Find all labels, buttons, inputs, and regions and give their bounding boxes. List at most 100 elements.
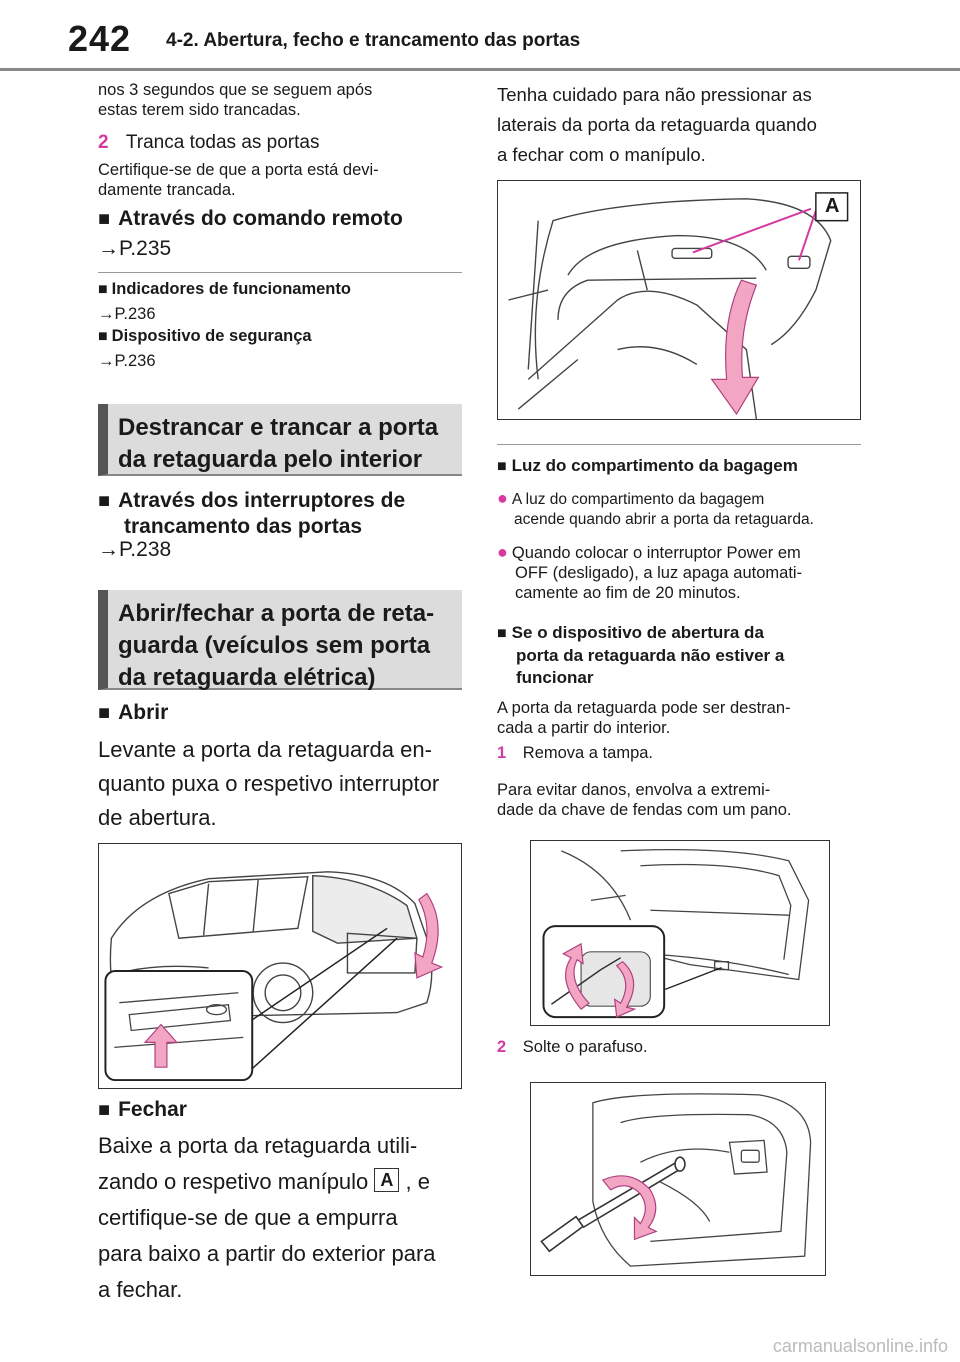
square-bullet-icon: ■ bbox=[98, 281, 108, 298]
close-heading: ■ Fechar bbox=[98, 1098, 187, 1122]
heading-text: funcionar bbox=[516, 668, 594, 687]
down-arrow-icon bbox=[710, 279, 760, 416]
body-line: Levante a porta da retaguarda en- bbox=[98, 737, 432, 762]
banner-line: Destrancar e trancar a porta bbox=[118, 414, 439, 441]
square-bullet-icon: ■ bbox=[98, 1099, 111, 1121]
body-line: A porta da retaguarda pode ser destran- bbox=[497, 699, 791, 717]
heading-text: Através do comando remoto bbox=[118, 207, 403, 230]
step-1-note: Para evitar danos, envolva a extremi- da… bbox=[497, 780, 791, 820]
open-heading: ■ Abrir bbox=[98, 701, 168, 725]
body-line: cada a partir do interior. bbox=[497, 719, 671, 737]
body-line: laterais da porta da retaguarda quando bbox=[497, 114, 817, 135]
bullet-text: camente ao fim de 20 minutos. bbox=[515, 584, 741, 602]
intro-line: nos 3 segundos que se seguem após bbox=[98, 81, 373, 99]
step-text: Solte o parafuso. bbox=[522, 1038, 648, 1056]
rotate-arrow-icon bbox=[613, 960, 637, 1018]
section-divider bbox=[98, 272, 462, 273]
step-number: 2 bbox=[98, 132, 109, 153]
close-instructions: Baixe a porta da retaguarda utili- zando… bbox=[98, 1128, 436, 1308]
figure-remove-cover bbox=[530, 840, 830, 1026]
section-banner-interior: Destrancar e trancar a porta da retaguar… bbox=[98, 404, 462, 476]
banner-line: guarda (veículos sem porta bbox=[118, 632, 431, 659]
light-heading: ■Luz do compartimento da bagagem bbox=[497, 456, 798, 476]
note-line: damente trancada. bbox=[98, 181, 236, 199]
open-instructions: Levante a porta da retaguarda en- quanto… bbox=[98, 733, 439, 835]
heading-text: Fechar bbox=[118, 1098, 187, 1121]
square-bullet-icon: ■ bbox=[98, 490, 111, 512]
note-line: dade da chave de fendas com um pano. bbox=[497, 801, 792, 819]
step-2-row-right: 2 Solte o parafuso. bbox=[497, 1038, 648, 1057]
label-badge-a: A bbox=[374, 1168, 400, 1192]
heading-text: Abrir bbox=[118, 701, 169, 724]
footer-watermark[interactable]: carmanualsonline.info bbox=[772, 1336, 948, 1356]
bullet-text: A luz do compartimento da bagagem bbox=[511, 491, 765, 508]
square-bullet-icon: ■ bbox=[98, 208, 111, 230]
switches-heading: ■ Através dos interruptores de trancament… bbox=[98, 488, 405, 539]
square-bullet-icon: ■ bbox=[497, 458, 507, 475]
body-line: certifique-se de que a empurra bbox=[98, 1205, 398, 1230]
light-bullet-2: ●Quando colocar o interruptor Power em O… bbox=[497, 542, 802, 603]
banner-line: da retaguarda pelo interior bbox=[118, 446, 423, 473]
rotate-arrow-icon bbox=[601, 1175, 658, 1241]
heading-text: Através dos interruptores de bbox=[118, 489, 406, 512]
step-number: 2 bbox=[497, 1038, 507, 1056]
section-title: 4-2. Abertura, fecho e trancamento das p… bbox=[166, 30, 581, 51]
fail-text: A porta da retaguarda pode ser destran- … bbox=[497, 698, 791, 738]
header-divider bbox=[0, 68, 960, 71]
indicators-heading: ■Indicadores de funcionamento bbox=[98, 280, 351, 299]
rotate-arrow-icon bbox=[561, 942, 590, 1010]
heading-text: trancamento das portas bbox=[124, 515, 363, 538]
banner-line: Abrir/fechar a porta de reta- bbox=[118, 600, 435, 627]
step-text: Remova a tampa. bbox=[522, 744, 654, 762]
note-line: Para evitar danos, envolva a extremi- bbox=[497, 781, 771, 799]
heading-text: Se o dispositivo de abertura da bbox=[511, 623, 764, 642]
up-rotate-arrow-icon bbox=[414, 892, 444, 979]
body-line: Baixe a porta da retaguarda utili- bbox=[98, 1133, 418, 1158]
note-line: Certifique-se de que a porta está devi- bbox=[98, 161, 379, 179]
bullet-text: acende quando abrir a porta da retaguard… bbox=[514, 511, 814, 528]
body-line: de abertura. bbox=[98, 805, 217, 830]
step-note: Certifique-se de que a porta está devi- … bbox=[98, 160, 379, 200]
intro-text: nos 3 segundos que se seguem após estas … bbox=[98, 80, 372, 120]
security-heading: ■Dispositivo de segurança bbox=[98, 327, 312, 346]
remote-ref[interactable]: →P.235 bbox=[98, 237, 172, 260]
car-rear-illustration bbox=[104, 871, 444, 1082]
remove-cover-illustration bbox=[542, 849, 810, 1019]
light-bullet-1: ●A luz do compartimento da bagagem acend… bbox=[497, 488, 814, 530]
bullet-text: OFF (desligado), a luz apaga automati- bbox=[515, 564, 803, 582]
step-text: Tranca todas as portas bbox=[125, 132, 320, 153]
security-ref[interactable]: →P.236 bbox=[98, 352, 156, 370]
bullet-text: Quando colocar o interruptor Power em bbox=[511, 544, 801, 562]
figure-open-tailgate bbox=[98, 843, 462, 1089]
square-bullet-icon: ■ bbox=[98, 702, 111, 724]
up-arrow-icon bbox=[143, 1023, 179, 1068]
section-divider bbox=[497, 444, 861, 445]
body-line: zando o respetivo manípulo A , e bbox=[98, 1164, 436, 1200]
step-1-row: 1 Remova a tampa. bbox=[497, 744, 653, 763]
caution-text: Tenha cuidado para não pressionar as lat… bbox=[497, 80, 817, 170]
section-banner-tailgate: Abrir/fechar a porta de reta- guarda (ve… bbox=[98, 590, 462, 691]
round-bullet-icon: ● bbox=[497, 542, 508, 562]
square-bullet-icon: ■ bbox=[98, 328, 108, 345]
body-line: a fechar. bbox=[98, 1277, 183, 1302]
heading-text: Luz do compartimento da bagagem bbox=[511, 456, 798, 475]
square-bullet-icon: ■ bbox=[497, 625, 507, 642]
body-line: para baixo a partir do exterior para bbox=[98, 1241, 436, 1266]
banner-line: da retaguarda elétrica) bbox=[118, 664, 376, 691]
body-text: , e bbox=[405, 1169, 431, 1194]
heading-text: Indicadores de funcionamento bbox=[111, 280, 351, 298]
loosen-screw-illustration bbox=[540, 1093, 812, 1267]
body-line: a fechar com o manípulo. bbox=[497, 144, 706, 165]
heading-text: porta da retaguarda não estiver a bbox=[516, 646, 785, 665]
round-bullet-icon: ● bbox=[497, 488, 508, 508]
step-number: 1 bbox=[497, 744, 507, 762]
body-line: Tenha cuidado para não pressionar as bbox=[497, 84, 812, 105]
intro-line: estas terem sido trancadas. bbox=[98, 101, 301, 119]
indicators-ref[interactable]: →P.236 bbox=[98, 305, 156, 323]
figure-close-handle: A bbox=[497, 180, 861, 420]
page-number: 242 bbox=[68, 18, 132, 59]
switches-ref[interactable]: →P.238 bbox=[98, 538, 172, 561]
step-2-row: 2 Tranca todas as portas bbox=[98, 130, 319, 155]
tailgate-interior-illustration bbox=[508, 192, 849, 419]
figure-label-a: A bbox=[825, 195, 840, 217]
